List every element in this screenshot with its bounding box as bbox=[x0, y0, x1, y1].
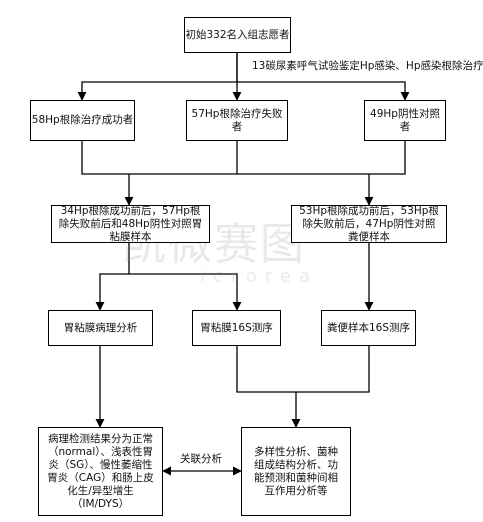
pathology-label: 胃粘膜病理分析 bbox=[63, 321, 138, 334]
gastric-samples-node: 34Hp根除成功前后，57Hp根除失败前后和48Hp阴性对照胃粘膜样本 bbox=[51, 205, 210, 243]
gastric-16s-label: 胃粘膜16S测序 bbox=[200, 321, 273, 334]
success-group-label: 58Hp根除治疗成功者 bbox=[31, 114, 134, 126]
negative-group-label: 49Hp阴性对照者 bbox=[370, 107, 440, 133]
association-edge-label: 关联分析 bbox=[180, 453, 222, 465]
success-group-node: 58Hp根除治疗成功者 bbox=[30, 100, 135, 141]
gastric-16s-node: 胃粘膜16S测序 bbox=[192, 310, 281, 346]
fecal-samples-node: 53Hp根除成功前后，53Hp根除失败前后，47Hp阴性对照粪便样本 bbox=[291, 205, 447, 243]
merge-line-16s bbox=[236, 346, 370, 393]
arrow-to-gastric-16s bbox=[129, 273, 242, 311]
pathology-node: 胃粘膜病理分析 bbox=[48, 310, 153, 346]
fecal-samples-label: 53Hp根除成功前后，53Hp根除失败前后，47Hp阴性对照粪便样本 bbox=[299, 204, 439, 243]
failure-group-node: 57Hp根除治疗失败者 bbox=[186, 100, 288, 141]
negative-group-node: 49Hp阴性对照者 bbox=[364, 100, 446, 141]
arrow-start-success bbox=[77, 53, 238, 101]
watermark-subtext: icrorea bbox=[200, 266, 319, 287]
start-node-label: 初始332名入组志愿者 bbox=[185, 28, 290, 41]
analysis-result-label: 多样性分析、菌种组成结构分析、功能预测和菌种间相互作用分析等 bbox=[254, 445, 338, 497]
gastric-samples-label: 34Hp根除成功前后，57Hp根除失败前后和48Hp阴性对照胃粘膜样本 bbox=[58, 204, 203, 243]
arrow-start-negative bbox=[237, 81, 410, 101]
test-edge-label: 13碳尿素呼气试验鉴定Hp感染、Hp感染根除治疗 bbox=[252, 60, 483, 72]
fecal-16s-label: 粪便样本16S测序 bbox=[326, 321, 411, 334]
merge-line-groups bbox=[81, 141, 406, 175]
fecal-16s-node: 粪便样本16S测序 bbox=[321, 310, 416, 346]
start-node: 初始332名入组志愿者 bbox=[184, 17, 291, 53]
pathology-result-label: 病理检测结果分为正常（normal）、浅表性胃炎（SG）、慢性萎缩性胃炎（CAG… bbox=[47, 432, 154, 510]
arrow-to-pathology bbox=[95, 243, 130, 311]
analysis-result-node: 多样性分析、菌种组成结构分析、功能预测和菌种间相互作用分析等 bbox=[241, 427, 351, 516]
failure-group-label: 57Hp根除治疗失败者 bbox=[191, 107, 283, 133]
pathology-result-node: 病理检测结果分为正常（normal）、浅表性胃炎（SG）、慢性萎缩性胃炎（CAG… bbox=[38, 427, 163, 516]
